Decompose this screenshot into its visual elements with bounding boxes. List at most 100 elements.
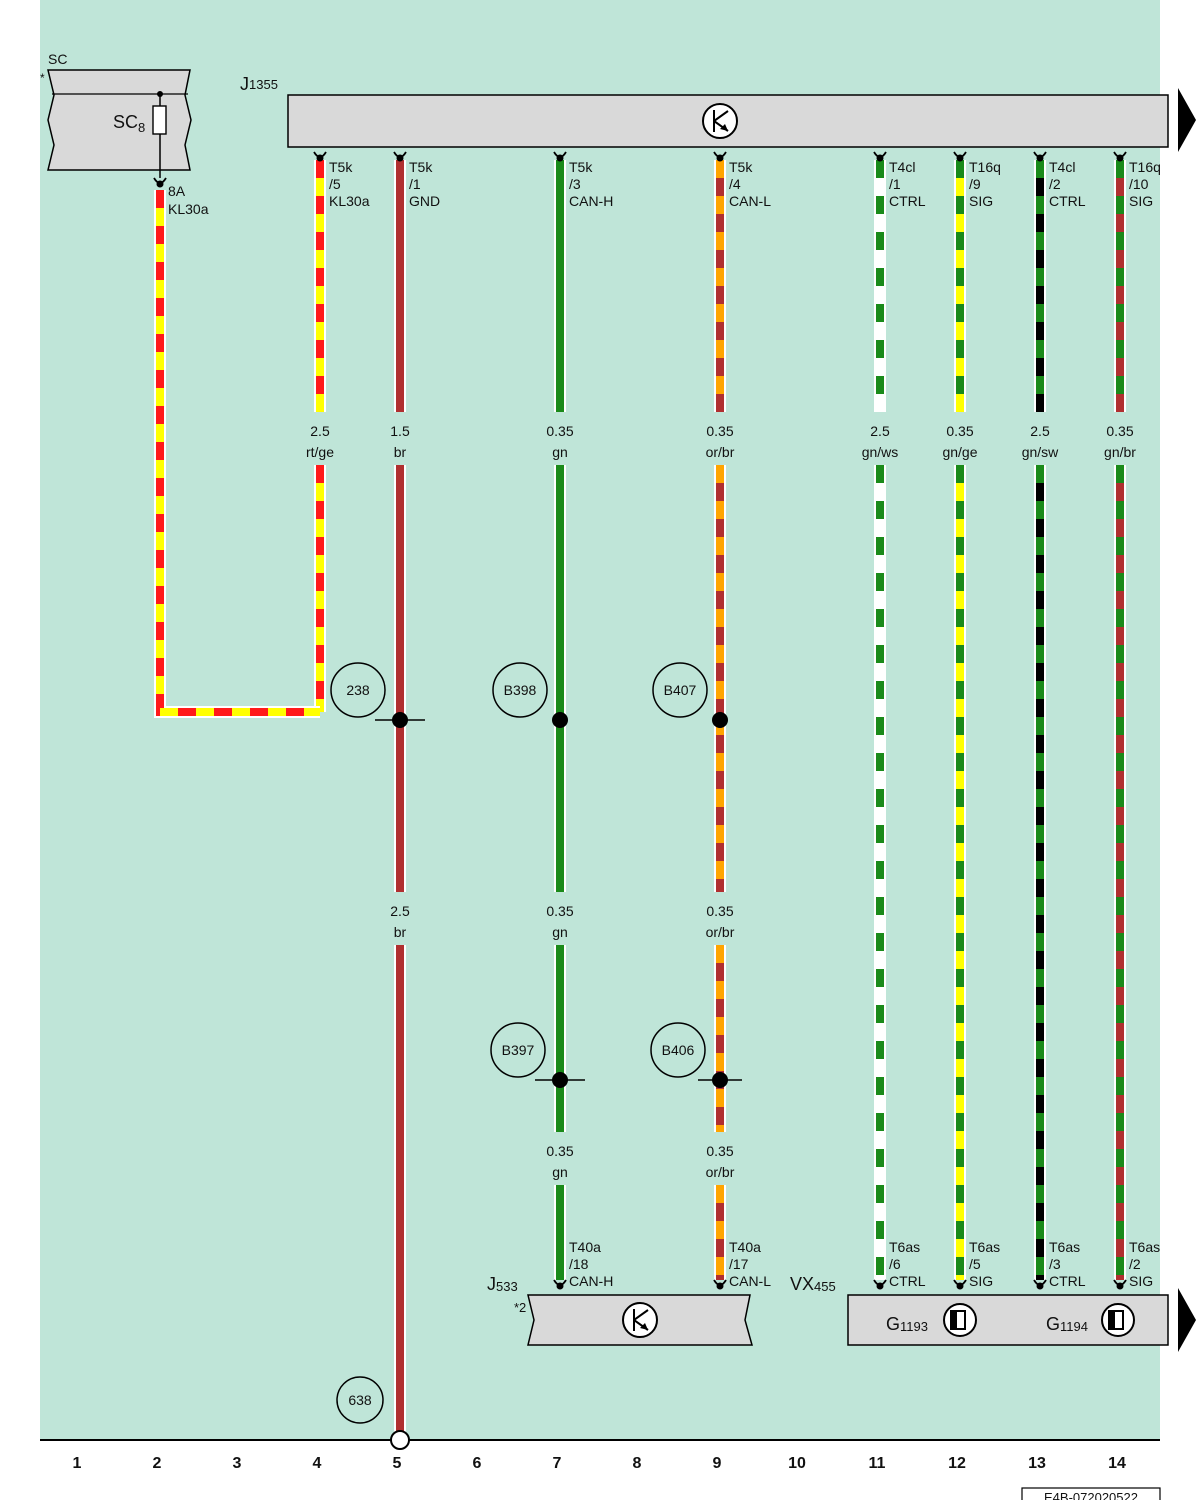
pin-label: /1 <box>409 176 421 192</box>
control-unit-icon <box>702 103 738 139</box>
pin-label: KL30a <box>329 193 370 209</box>
pin-label: SIG <box>1129 1273 1153 1289</box>
wire-size-label: 0.35 <box>546 423 573 439</box>
pin-label: CAN-L <box>729 193 771 209</box>
pin-label: T5k <box>329 159 353 175</box>
svg-text:E4B-072020522: E4B-072020522 <box>1044 1490 1138 1500</box>
column-number: 5 <box>393 1455 402 1472</box>
pin-label: /4 <box>729 176 741 192</box>
pin-label: /5 <box>329 176 341 192</box>
wire-size-label: 0.35 <box>706 903 733 919</box>
wire-color-label: gn/ge <box>942 444 977 460</box>
column-number: 14 <box>1108 1455 1126 1472</box>
wire-color-label: gn <box>552 444 568 460</box>
pin-label: /9 <box>969 176 981 192</box>
column-number: 1 <box>73 1455 82 1472</box>
pin-label: T5k <box>409 159 433 175</box>
svg-text:638: 638 <box>348 1392 372 1408</box>
wire-color-label: gn/sw <box>1022 444 1059 460</box>
control-unit-icon <box>622 1302 658 1338</box>
motor-icon <box>1101 1303 1135 1337</box>
connection-point-b406: B406 <box>650 1022 706 1078</box>
connection-point-b398: B398 <box>492 662 548 718</box>
column-number: 9 <box>713 1455 722 1472</box>
column-number: 12 <box>948 1455 966 1472</box>
pin-label: /6 <box>889 1256 901 1272</box>
connection-point-b407: B407 <box>652 662 708 718</box>
wire-size-label: 2.5 <box>870 423 890 439</box>
svg-text:B406: B406 <box>662 1042 695 1058</box>
actuator-vx455: VX455 G1193 G1194 <box>790 1274 1169 1346</box>
pin-label: T16q <box>1129 159 1161 175</box>
wire-size-label: 0.35 <box>546 1143 573 1159</box>
wire-color-label: br <box>394 924 407 940</box>
pin-label: /5 <box>969 1256 981 1272</box>
wire-size-label: 0.35 <box>1106 423 1133 439</box>
svg-text:B407: B407 <box>664 682 697 698</box>
pin-label: T5k <box>569 159 593 175</box>
wire-size-label: 0.35 <box>546 903 573 919</box>
column-number: 4 <box>313 1455 322 1472</box>
motor-icon <box>943 1303 977 1337</box>
connection-point-b397: B397 <box>490 1022 546 1078</box>
fuse-name: SC8 <box>113 112 145 135</box>
j533-note: *2 <box>514 1300 526 1315</box>
labels-layer: T5k/5KL30aT5k/1GNDT5k/3CAN-HT5k/4CAN-LT4… <box>153 151 1161 1290</box>
wire-size-label: 2.5 <box>390 903 410 919</box>
pin-label: T6as <box>969 1239 1000 1255</box>
pin-label: T40a <box>729 1239 761 1255</box>
fuse-icon <box>152 105 167 135</box>
pin-label: /18 <box>569 1256 589 1272</box>
pin-label: CAN-H <box>569 193 613 209</box>
pin-label: /10 <box>1129 176 1149 192</box>
pin-label: T40a <box>569 1239 601 1255</box>
pin-label: CAN-H <box>569 1273 613 1289</box>
wires-layer <box>154 160 1126 1432</box>
diagram-background <box>40 0 1160 1440</box>
pin-label: /17 <box>729 1256 749 1272</box>
j533-label: J533 <box>487 1274 518 1294</box>
pin-label: T6as <box>1049 1239 1080 1255</box>
pin-label: T4cl <box>1049 159 1075 175</box>
wire-color-label: or/br <box>706 1164 735 1180</box>
column-number: 6 <box>473 1455 482 1472</box>
wire-color-label: rt/ge <box>306 444 334 460</box>
splice-238 <box>375 712 425 728</box>
column-number: 8 <box>633 1455 642 1472</box>
column-number: 2 <box>153 1455 162 1472</box>
control-unit-j1355: J1355 <box>240 74 1169 148</box>
wire-color-label: or/br <box>706 444 735 460</box>
pin-label: T16q <box>969 159 1001 175</box>
j1355-label: J1355 <box>240 74 278 94</box>
wire-size-label: 2.5 <box>310 423 330 439</box>
pin-label: /2 <box>1049 176 1061 192</box>
pin-label: CTRL <box>1049 1273 1086 1289</box>
column-number: 13 <box>1028 1455 1046 1472</box>
wire-color-label: or/br <box>706 924 735 940</box>
wire-size-label: 2.5 <box>1030 423 1050 439</box>
column-number: 3 <box>233 1455 242 1472</box>
fuse-box-label: SC <box>48 51 67 67</box>
wire-color-label: br <box>394 444 407 460</box>
pin-label: /3 <box>1049 1256 1061 1272</box>
fuse-pin-terminal: KL30a <box>168 201 209 217</box>
splice-b406 <box>698 1072 742 1088</box>
pin-label: SIG <box>1129 193 1153 209</box>
wire-size-label: 0.35 <box>706 1143 733 1159</box>
pin-label: CAN-L <box>729 1273 771 1289</box>
pin-label: /3 <box>569 176 581 192</box>
pin-label: SIG <box>969 1273 993 1289</box>
g1193-label: G1193 <box>886 1314 928 1334</box>
column-number: 10 <box>788 1455 806 1472</box>
wire-color-label: gn <box>552 924 568 940</box>
wire-size-label: 1.5 <box>390 423 410 439</box>
control-unit-j533: J533 *2 <box>487 1274 753 1346</box>
wire-color-label: gn/ws <box>862 444 899 460</box>
fuse-pin-amp: 8A <box>168 183 186 199</box>
pin-label: T5k <box>729 159 753 175</box>
wire-color-label: gn <box>552 1164 568 1180</box>
splice-b398 <box>552 712 568 728</box>
pin-label: /1 <box>889 176 901 192</box>
